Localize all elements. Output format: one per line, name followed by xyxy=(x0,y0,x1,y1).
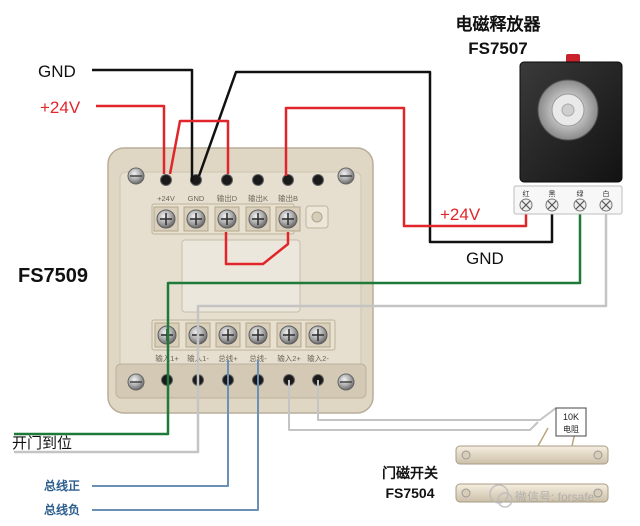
top-terminal-label: 输出D xyxy=(217,193,238,203)
bottom-screw-4 xyxy=(245,322,271,348)
top-hole-1 xyxy=(160,174,172,186)
release-terminal-screw xyxy=(519,198,533,212)
top-terminal-label: 输出B xyxy=(278,193,298,203)
top-terminal-holes xyxy=(160,174,324,186)
release-fs7507: 红 黑 绿 白 电磁释放器 FS7507 xyxy=(456,14,623,215)
watermark: 微信号: forsafe xyxy=(489,484,595,508)
mag-switch-bar-1 xyxy=(455,445,609,465)
release-terminal-label: 黑 xyxy=(549,190,556,198)
top-hole-6 xyxy=(312,174,324,186)
label-24v-right: +24V xyxy=(440,205,481,224)
release-terminal-screw xyxy=(599,198,613,212)
wire-gnd-release xyxy=(197,70,554,244)
top-screw-2 xyxy=(183,206,209,232)
wire-green xyxy=(14,207,582,436)
release-terminals: 红黑绿白 xyxy=(519,189,613,212)
corner-screws xyxy=(127,167,355,391)
wire-outb-release xyxy=(284,106,528,228)
bottom-screw-6 xyxy=(305,322,331,348)
wires xyxy=(14,68,608,511)
release-core-center xyxy=(561,103,575,117)
label-bus-pos: 总线正 xyxy=(44,478,80,493)
label-bus-neg: 总线负 xyxy=(44,502,80,517)
wire-white xyxy=(14,207,608,454)
wire-mag-2 xyxy=(317,380,557,421)
top-terminal-label: 输出K xyxy=(248,193,268,203)
top-hole-4 xyxy=(252,174,264,186)
mag-switch-model: FS7504 xyxy=(385,485,434,501)
top-screw-1 xyxy=(153,206,179,232)
top-terminal-label: +24V xyxy=(157,194,175,203)
wire-jumper xyxy=(224,232,290,266)
wire-mag-1 xyxy=(288,380,539,431)
module-center-opening xyxy=(181,239,301,313)
wire-24v-loop xyxy=(168,119,230,175)
release-terminal-label: 白 xyxy=(603,189,610,198)
top-terminal-screws xyxy=(153,206,301,232)
label-24v-top: +24V xyxy=(40,98,81,117)
bottom-terminal-label: 总线+ xyxy=(218,353,238,363)
release-model: FS7507 xyxy=(468,39,528,58)
mag-switch-bar-2 xyxy=(455,483,609,503)
label-gnd-right: GND xyxy=(466,249,504,268)
resistor-value: 10K xyxy=(563,412,579,422)
module-bottom-lip xyxy=(115,363,367,399)
release-terminal-label: 绿 xyxy=(577,189,584,198)
wire-gnd-top xyxy=(92,68,194,182)
top-terminal-labels: +24V GND 输出D 输出K 输出B xyxy=(157,193,298,203)
wire-bus-pos xyxy=(92,360,229,487)
bottom-terminal-label: 输入2+ xyxy=(277,353,301,363)
resistor-sub: 电阻 xyxy=(563,424,579,434)
top-terminal-label: GND xyxy=(188,194,205,203)
wire-bus-neg xyxy=(92,360,259,511)
watermark-text: 微信号: forsafe xyxy=(515,490,595,504)
mag-switch-name: 门磁开关 xyxy=(382,465,438,481)
bottom-screw-5 xyxy=(276,322,302,348)
mag-switch-fs7504: 10K 电阻 门磁开关 FS7504 xyxy=(382,407,609,503)
module-side-button-dot xyxy=(311,211,323,223)
release-terminal-strip xyxy=(513,185,623,215)
wire-24v-top xyxy=(96,104,166,174)
release-name: 电磁释放器 xyxy=(456,14,542,34)
top-screw-3 xyxy=(214,206,240,232)
label-fs7509: FS7509 xyxy=(18,265,88,287)
top-hole-3 xyxy=(221,174,233,186)
label-gnd-top: GND xyxy=(38,62,76,81)
release-terminal-screw xyxy=(545,198,559,212)
resistor-tag xyxy=(555,407,587,437)
bottom-terminal-label: 输入2- xyxy=(307,353,329,363)
bottom-terminal-label: 总线- xyxy=(249,353,267,363)
top-screw-5 xyxy=(275,206,301,232)
release-terminal-screw xyxy=(573,198,587,212)
label-door-in-place: 开门到位 xyxy=(12,435,72,452)
release-terminal-label: 红 xyxy=(523,189,530,198)
top-hole-5 xyxy=(282,174,294,186)
top-screw-4 xyxy=(245,206,271,232)
bottom-screw-3 xyxy=(215,322,241,348)
